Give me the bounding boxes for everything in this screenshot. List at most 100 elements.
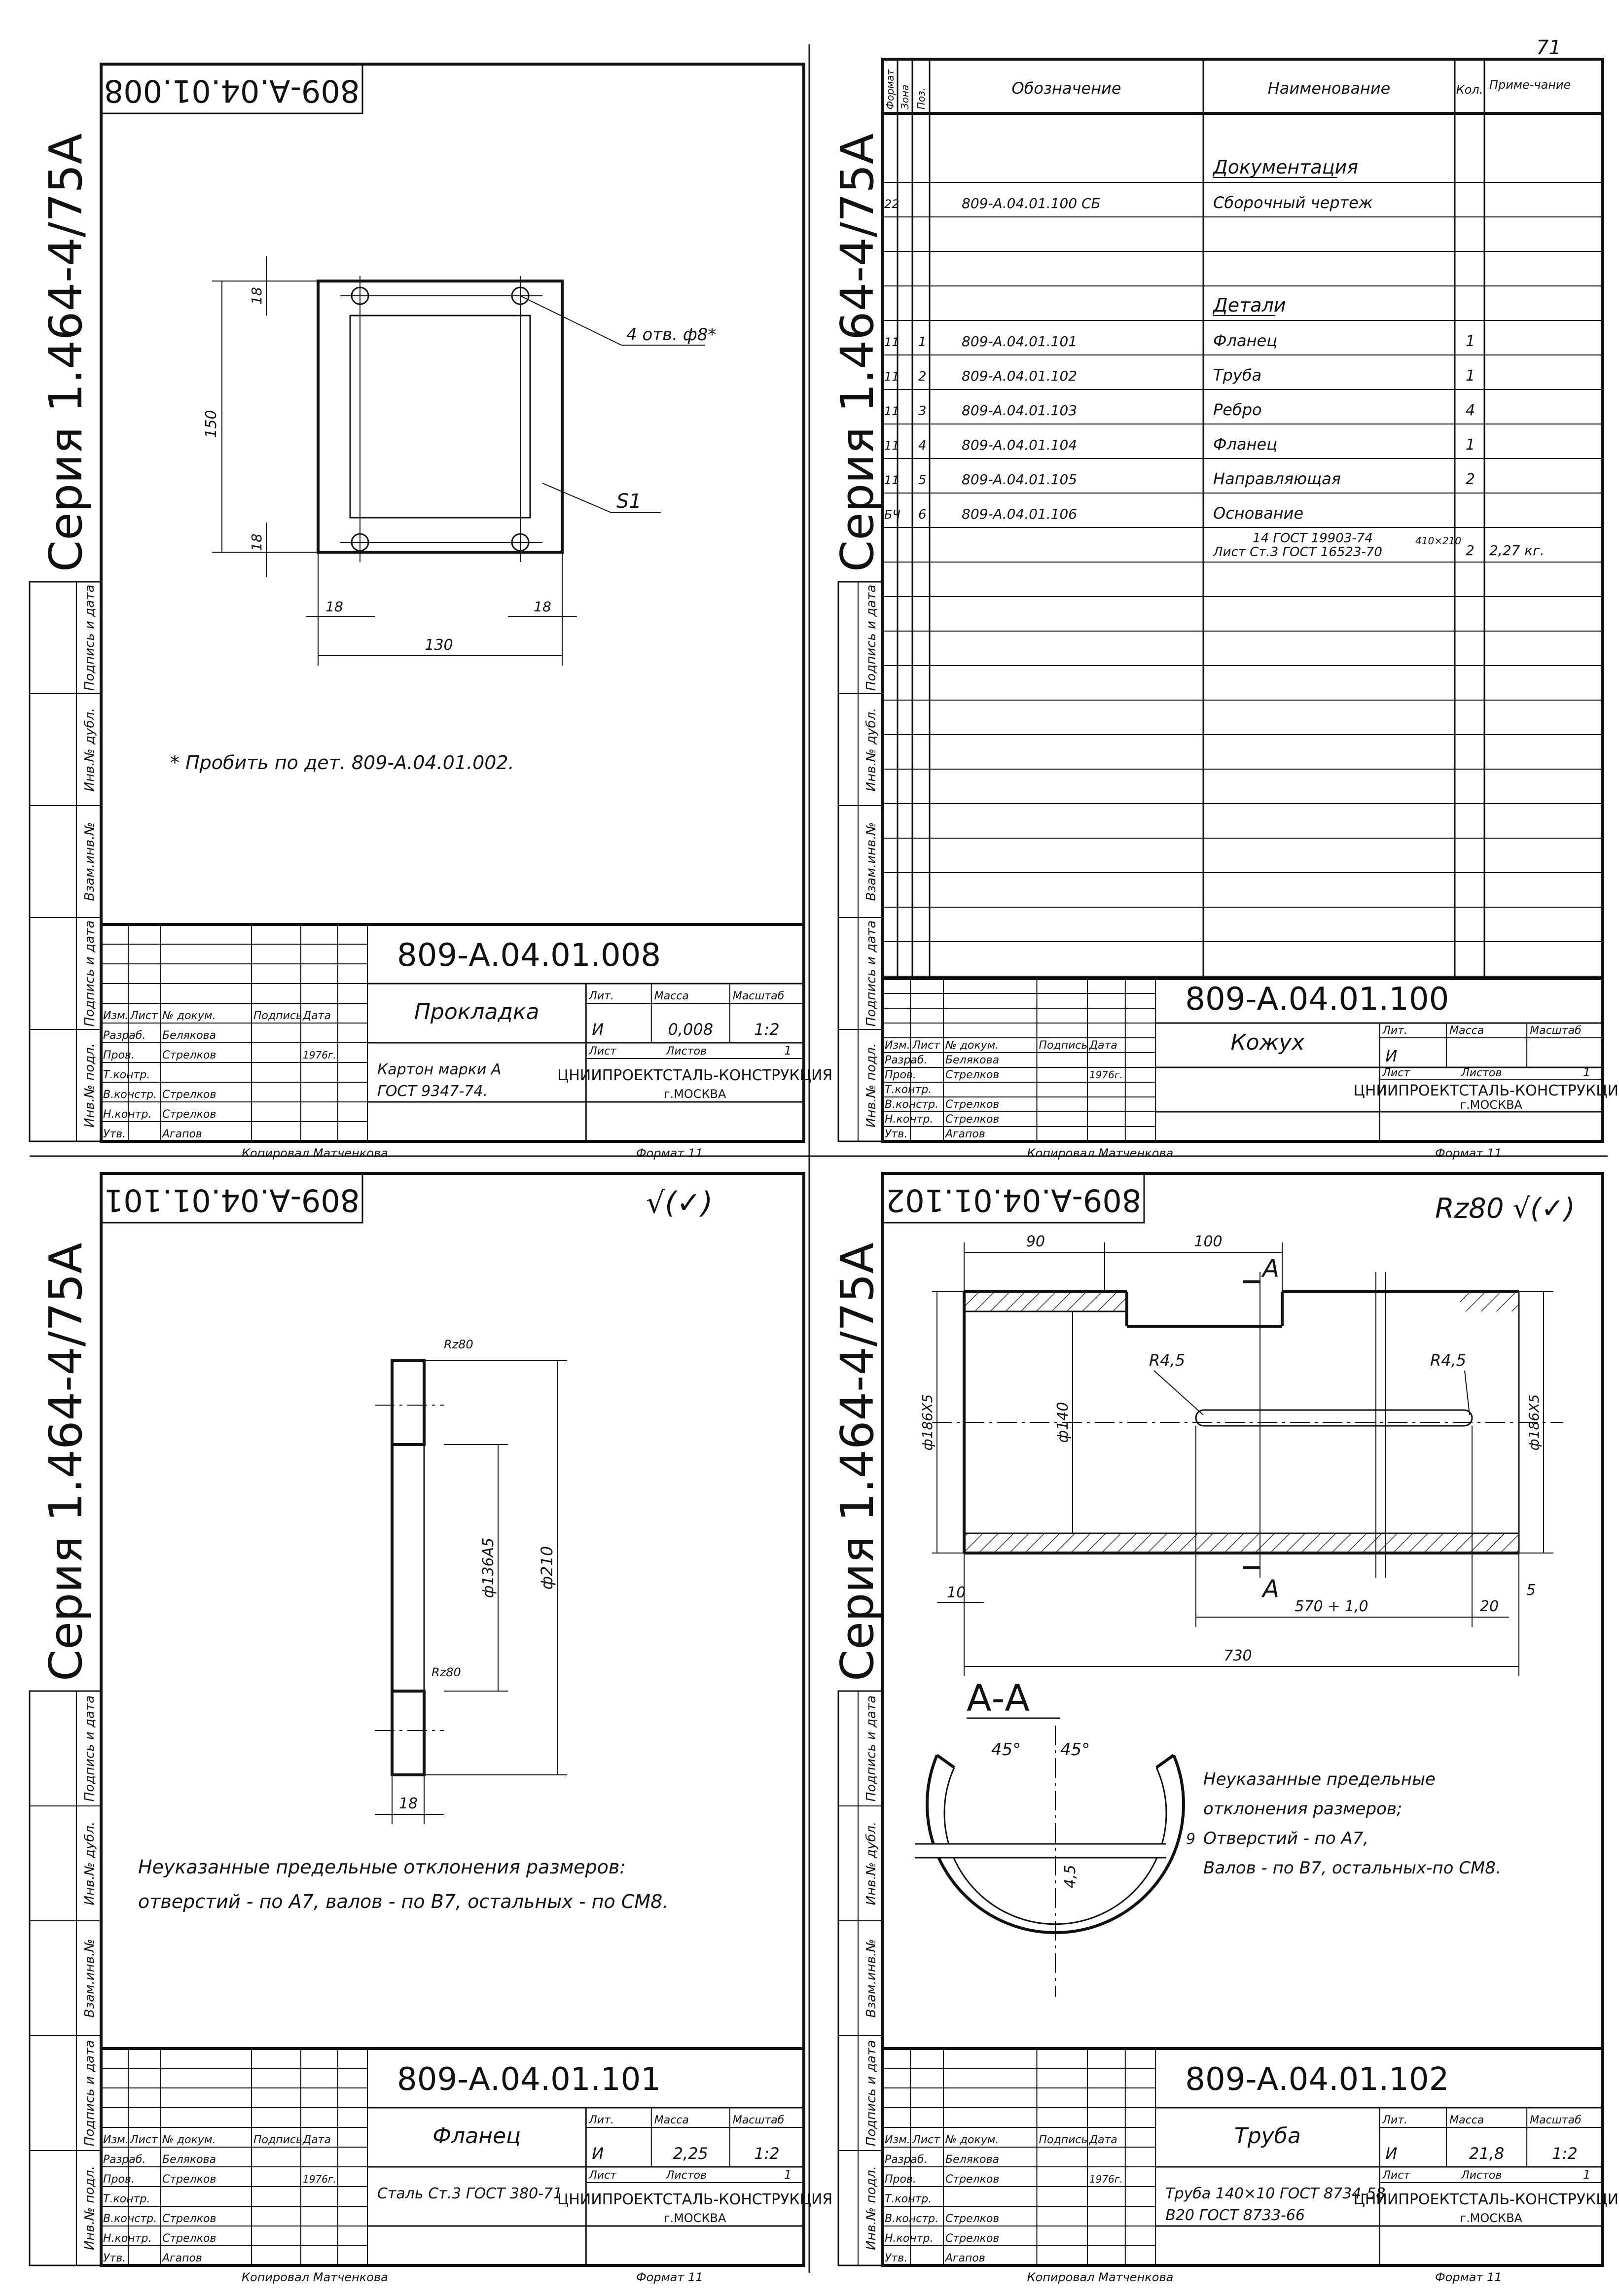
flange-drawing: √(✓) ф210 ф136А5 Rz80 Rz80 18 Неуказанны… bbox=[138, 1186, 713, 1912]
gasket-note: * Пробить по дет. 809-А.04.01.002. bbox=[170, 752, 514, 774]
dim-18-left: 18 bbox=[325, 599, 343, 615]
spec-pos: 5 bbox=[918, 473, 927, 488]
side-stamp-labels: Инв.№ подл.Подпись и датаВзам.инв.№Инв.№… bbox=[838, 581, 883, 1141]
tb-role: Разраб. bbox=[103, 2154, 145, 2166]
tb-role: Н.контр. bbox=[885, 2232, 933, 2245]
dim-90: 90 bbox=[1026, 1233, 1045, 1250]
side-label: Инв.№ дубл. bbox=[864, 708, 879, 792]
sheet-frame-4 bbox=[837, 1172, 1604, 2267]
tb-role: Разраб. bbox=[103, 1029, 145, 1042]
tb-mass: 0,008 bbox=[668, 1020, 713, 1039]
spec-name: Детали bbox=[1212, 294, 1286, 316]
rz-mid: Rz80 bbox=[432, 1665, 461, 1679]
side-label: Инв.№ дубл. bbox=[864, 1822, 879, 1906]
top-code-stamp-3: 809-А.04.01.101 bbox=[100, 1172, 363, 1224]
angle-45-right: 45° bbox=[1060, 1740, 1090, 1760]
tb-person: Стрелков bbox=[162, 1108, 216, 1121]
side-label: Инв.№ подл. bbox=[82, 2166, 97, 2250]
dim-r45-left: R4,5 bbox=[1149, 1351, 1185, 1370]
pipe-note-2: отклонения размеров; bbox=[1203, 1799, 1402, 1819]
tb-sheets-total: 1 bbox=[784, 2168, 792, 2182]
tb-role: Пров. bbox=[885, 1069, 916, 1081]
tb-person: Белякова bbox=[945, 1054, 999, 1066]
tb-material: Сталь Ст.3 ГОСТ 380-71 bbox=[377, 2185, 562, 2202]
tb-role: Утв. bbox=[885, 1128, 907, 1140]
side-label: Инв.№ подл. bbox=[864, 1043, 879, 1128]
side-label: Подпись и дата bbox=[864, 1696, 879, 1801]
tb-header: № докум. bbox=[945, 2134, 999, 2146]
org-line-2: г.МОСКВА bbox=[1460, 1098, 1522, 1112]
tb-sheets-total: 1 bbox=[784, 1044, 792, 1058]
tb-person: Белякова bbox=[162, 1029, 216, 1042]
series-label-1: Серия 1.464-4/75А bbox=[39, 133, 92, 572]
tb-sheet-label: Лист bbox=[588, 2169, 617, 2182]
tb-material: В20 ГОСТ 8733-66 bbox=[1165, 2207, 1305, 2224]
dim-130: 130 bbox=[425, 636, 453, 654]
dim-20: 20 bbox=[1480, 1598, 1499, 1615]
spec-header: Приме-чание bbox=[1489, 78, 1571, 92]
side-stamp-labels: Инв.№ подл.Подпись и датаВзам.инв.№Инв.№… bbox=[30, 581, 101, 1141]
dim-5: 5 bbox=[1526, 1582, 1536, 1599]
part-name: Фланец bbox=[432, 2123, 521, 2149]
spec-fmt: БЧ bbox=[884, 508, 900, 522]
side-stamp-labels: Инв.№ подл.Подпись и датаВзам.инв.№Инв.№… bbox=[30, 1691, 101, 2265]
cut-label-top: А bbox=[1261, 1254, 1279, 1283]
series-label-3: Серия 1.464-4/75А bbox=[39, 1242, 92, 1681]
spec-designation: 809-А.04.01.104 bbox=[962, 437, 1077, 453]
tb-person: Стрелков bbox=[162, 1049, 216, 1061]
tb-person: Агапов bbox=[944, 2252, 985, 2264]
tb-person: Стрелков bbox=[162, 2213, 216, 2225]
side-label: Подпись и дата bbox=[864, 920, 879, 1026]
dim-18-bottom: 18 bbox=[249, 533, 265, 551]
spec-pos: 4 bbox=[918, 438, 927, 453]
tb-scale-label: Масштаб bbox=[1530, 2114, 1582, 2126]
flange-note-2: отверстий - по А7, валов - по В7, осталь… bbox=[138, 1891, 668, 1912]
tb-mass-label: Масса bbox=[654, 2114, 689, 2126]
tb-header: Дата bbox=[1089, 1039, 1117, 1052]
dim-150: 150 bbox=[203, 410, 220, 438]
cut-label-bottom: А bbox=[1261, 1575, 1279, 1603]
side-label: Взам.инв.№ bbox=[82, 822, 97, 901]
tb-year: 1976г. bbox=[303, 2173, 336, 2185]
tb-sheets-label: Листов bbox=[666, 1045, 707, 1058]
spec-header: Формат bbox=[884, 69, 896, 109]
svg-text:809-А.04.01.008: 809-А.04.01.008 bbox=[104, 73, 360, 109]
side-label: Подпись и дата bbox=[82, 1696, 97, 1801]
tb-person: Стрелков bbox=[945, 2173, 999, 2186]
s1-callout: S1 bbox=[616, 490, 642, 513]
tb-year: 1976г. bbox=[1089, 2173, 1123, 2185]
spec-header: Зона bbox=[899, 85, 911, 109]
tb-header: Лист bbox=[912, 1039, 940, 1052]
tb-lit: И bbox=[592, 1020, 604, 1039]
tb-header: Подпись bbox=[1039, 1039, 1087, 1052]
series-label-2: Серия 1.464-4/75А bbox=[831, 133, 884, 572]
spec-header: Обозначение bbox=[1011, 79, 1121, 98]
tb-header: Подпись bbox=[1039, 2134, 1087, 2146]
spec-qty: 2 bbox=[1466, 471, 1475, 488]
dim-730: 730 bbox=[1223, 1647, 1252, 1664]
tb-year: 1976г. bbox=[1089, 1069, 1123, 1081]
tb-scale: 1:2 bbox=[754, 2144, 780, 2163]
tb-sheet-label: Лист bbox=[1382, 2169, 1410, 2182]
pipe-note-1: Неуказанные предельные bbox=[1203, 1769, 1436, 1789]
dim-10: 10 bbox=[947, 1584, 966, 1601]
tb-sheets-label: Листов bbox=[666, 2169, 707, 2182]
tb-header: Дата bbox=[302, 1010, 331, 1022]
tb-lit-label: Лит. bbox=[1382, 1024, 1407, 1037]
tb-header: № докум. bbox=[162, 1010, 216, 1022]
pipe-note-3: Отверстий - по А7, bbox=[1203, 1829, 1368, 1848]
spec-name: Труба bbox=[1213, 366, 1261, 385]
tb-role: Утв. bbox=[103, 2252, 126, 2264]
tb-scale: 1:2 bbox=[1552, 2144, 1578, 2163]
tb-role: Т.контр. bbox=[103, 2193, 150, 2205]
dim-210: ф210 bbox=[538, 1546, 556, 1590]
spec-pos: 2 bbox=[918, 369, 927, 384]
roughness-4: Rz80 √(✓) bbox=[1435, 1193, 1575, 1225]
side-stamp-labels: Инв.№ подл.Подпись и датаВзам.инв.№Инв.№… bbox=[838, 1691, 883, 2265]
org-line-2: г.МОСКВА bbox=[664, 1087, 726, 1101]
tb-role: Пров. bbox=[103, 2173, 135, 2186]
tb-person: Стрелков bbox=[162, 2232, 216, 2245]
